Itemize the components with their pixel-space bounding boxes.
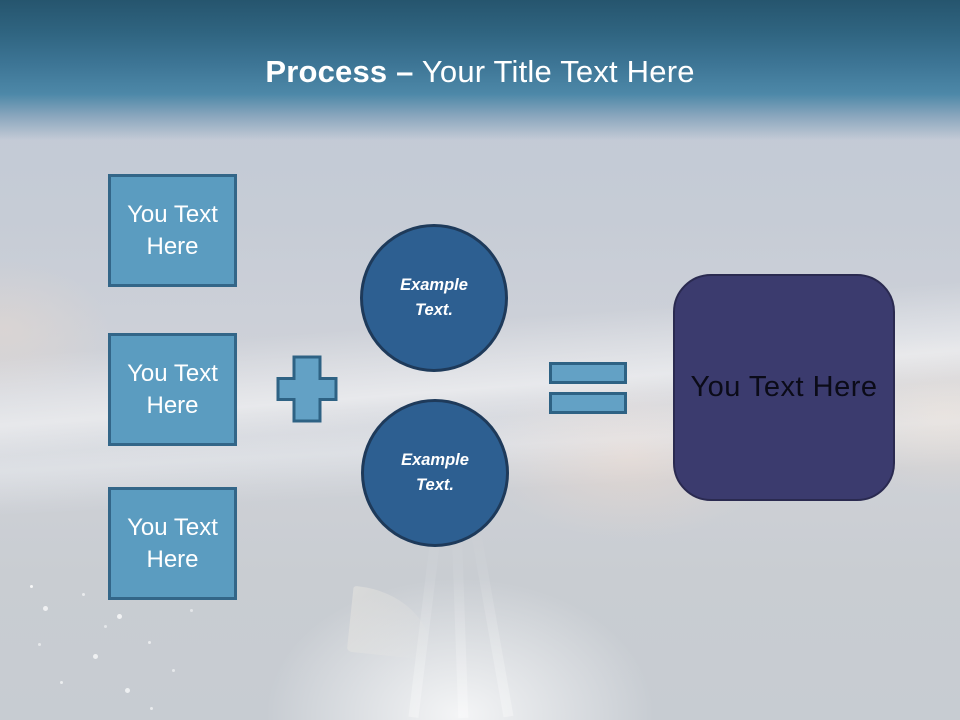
- example-circle-2-label: Example Text.: [401, 451, 469, 494]
- input-box-2[interactable]: You Text Here: [108, 333, 237, 446]
- slide-title[interactable]: Process – Your Title Text Here: [0, 54, 960, 90]
- title-regular-text: Your Title Text Here: [413, 54, 695, 89]
- example-circle-2[interactable]: Example Text.: [361, 399, 509, 547]
- input-box-3[interactable]: You Text Here: [108, 487, 237, 600]
- input-box-1[interactable]: You Text Here: [108, 174, 237, 287]
- header-band: [0, 0, 960, 140]
- example-circle-1[interactable]: Example Text.: [360, 224, 508, 372]
- equals-icon[interactable]: [549, 392, 627, 414]
- input-box-1-label: You Text Here: [127, 200, 218, 260]
- input-box-2-label: You Text Here: [127, 359, 218, 419]
- title-bold-text: Process –: [265, 54, 414, 89]
- bubbles-decoration: [30, 585, 33, 588]
- input-box-3-label: You Text Here: [127, 513, 218, 573]
- result-box-label: You Text Here: [690, 371, 878, 403]
- light-ray: [451, 527, 469, 719]
- example-circle-1-label: Example Text.: [400, 276, 468, 319]
- dolphin-fin-silhouette: [346, 585, 438, 661]
- light-ray: [470, 528, 514, 718]
- plus-icon[interactable]: [276, 355, 338, 423]
- light-ray: [408, 528, 442, 718]
- equals-icon[interactable]: [549, 362, 627, 384]
- result-box[interactable]: You Text Here: [673, 274, 895, 501]
